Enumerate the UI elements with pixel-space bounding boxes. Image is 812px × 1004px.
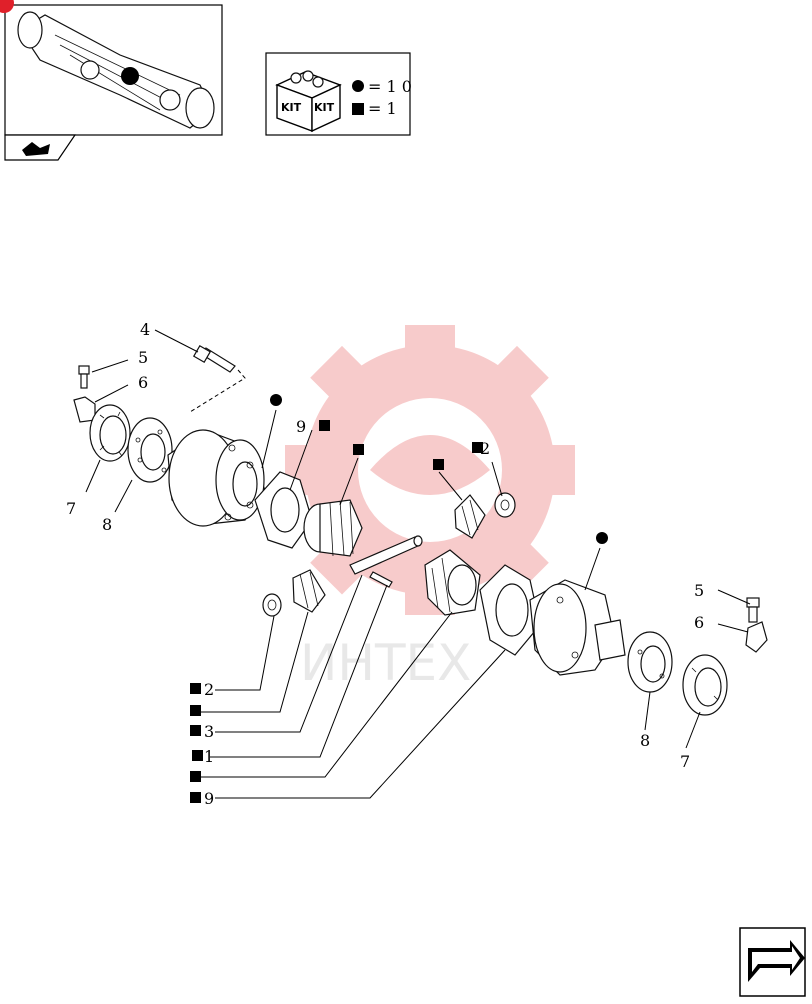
watermark-text: ИНТЕХ xyxy=(300,634,471,692)
list-callout-3: 3 xyxy=(204,722,214,741)
list-marker-2 xyxy=(190,683,201,694)
list-marker-3 xyxy=(190,725,201,736)
list-callout-1: 1 xyxy=(204,747,214,766)
callout-9-top: 9 xyxy=(296,417,306,436)
bearing-part-8-right xyxy=(627,631,673,693)
clip-part-6-right xyxy=(745,621,768,653)
next-page-button[interactable] xyxy=(739,927,806,997)
callout-7-left: 7 xyxy=(66,499,76,518)
thrust-washer-part-9-left xyxy=(254,471,313,549)
kit-marker-square-pinion xyxy=(433,459,444,470)
thrust-washer-part-9-right xyxy=(479,564,541,656)
bolt-part-4 xyxy=(192,344,236,373)
side-gear-left xyxy=(303,499,363,557)
kit-legend: KIT KIT = 1 0 = 1 xyxy=(265,52,412,136)
callout-4: 4 xyxy=(140,320,150,339)
kit-label-left: KIT xyxy=(281,101,302,114)
callout-6-left: 6 xyxy=(138,373,148,392)
clip-part-6-left xyxy=(73,396,96,423)
kit-marker-square-gear xyxy=(353,444,364,455)
screw-part-5-right xyxy=(746,597,760,623)
list-marker-side-gear xyxy=(190,771,201,782)
kit-marker-square-9 xyxy=(319,420,330,431)
axle-thumbnail-illustration xyxy=(17,11,215,129)
callout-8-left: 8 xyxy=(102,515,112,534)
kit-box-icon: KIT KIT xyxy=(275,70,342,133)
side-gear-right xyxy=(424,549,481,616)
circle-symbol xyxy=(352,80,364,92)
callout-5-right: 5 xyxy=(694,581,704,600)
square-symbol xyxy=(352,103,364,115)
screw-part-5-left xyxy=(78,365,90,389)
leader-lines xyxy=(85,329,751,799)
callout-6-right: 6 xyxy=(694,613,704,632)
differential-housing-left xyxy=(167,429,266,527)
washer-part-2-top xyxy=(494,492,516,518)
callout-7-right: 7 xyxy=(680,752,690,771)
thumbnail-panel[interactable] xyxy=(0,0,223,161)
kit-label-right: KIT xyxy=(314,101,335,114)
corner-badge xyxy=(0,0,14,13)
ring-nut-part-7-left xyxy=(89,404,131,462)
list-callout-9: 9 xyxy=(204,789,214,808)
square-legend-value: = 1 xyxy=(368,99,397,118)
list-callout-2: 2 xyxy=(204,680,214,699)
list-marker-gear xyxy=(190,705,201,716)
kit-marker-square-2 xyxy=(472,442,483,453)
pinion-gear-top xyxy=(454,492,516,539)
thumbnail-tab xyxy=(4,134,77,161)
callout-8-right: 8 xyxy=(640,731,650,750)
differential-housing-right xyxy=(529,579,626,676)
bearing-part-8-left xyxy=(127,417,173,483)
ring-nut-part-7-right xyxy=(682,654,728,716)
callout-2-top: 2 xyxy=(480,439,490,458)
cross-shaft-part-3 xyxy=(349,535,423,575)
roll-pin-part-1 xyxy=(369,571,393,588)
bolt-4-centerline xyxy=(189,369,246,413)
list-marker-9 xyxy=(190,792,201,803)
washer-part-2-left xyxy=(262,593,282,617)
callout-5-left: 5 xyxy=(138,348,148,367)
kit-marker-circle-left xyxy=(270,394,282,406)
kit-marker-circle-right xyxy=(596,532,608,544)
circle-legend-value: = 1 0 xyxy=(368,77,412,96)
book-icon xyxy=(22,142,50,156)
list-marker-1 xyxy=(192,750,203,761)
pinion-gear-left xyxy=(292,569,326,613)
